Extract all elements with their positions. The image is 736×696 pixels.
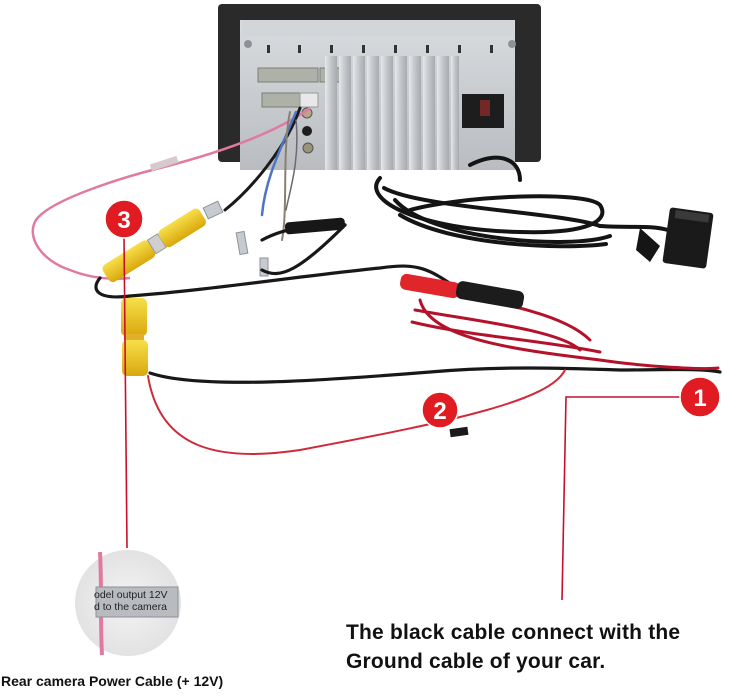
yellow-rca-connector-vertical [121,298,148,376]
heatsink-fins [325,56,459,170]
ground-cable-caption: The black cable connect with the Ground … [346,618,680,676]
camera-extension-cable-coil [374,155,670,249]
spade-terminal-icon [259,257,269,277]
power-cable-caption: Rear camera Power Cable (+ 12V) [1,673,224,689]
inset-label-text: odel output 12V d to the camera [94,589,184,613]
pointer-line-3 [123,235,128,549]
pointer-line-1 [561,396,680,601]
inset-label-line-2: d to the camera [94,601,167,613]
screw-icon [508,40,516,48]
unit-harness-wires [223,106,302,241]
inset-label-line-1: odel output 12V [94,589,168,601]
pointer-lines [123,235,680,601]
head-unit [218,4,541,170]
vent-slots [267,45,493,53]
rca-jack-icon [302,126,312,136]
pink-power-wire [31,106,311,280]
camera-plug [284,217,346,235]
spade-terminal-icon [202,200,224,220]
rear-camera [636,207,714,269]
ground-caption-line-1: The black cable connect with the [346,621,681,644]
ground-caption-line-2: Ground cable of your car. [346,650,606,673]
cable-label-tag [95,586,179,618]
power-cable-inset [75,550,181,656]
callout-badge-3: 3 [104,199,144,239]
spade-terminal-icon [235,230,249,256]
red-power-plug [400,273,525,309]
callout-number-1: 1 [693,385,706,412]
rca-video-cable [94,223,722,384]
callout-badge-2: 2 [421,391,459,429]
callout-number-2: 2 [433,398,446,425]
yellow-rca-connector-horizontal [102,208,206,283]
head-unit-top-rail [242,20,514,36]
screw-icon [244,40,252,48]
rca-jack-icon [302,142,314,154]
callout-badge-1: 1 [679,376,721,418]
callout-number-3: 3 [117,207,130,234]
inline-connector [449,426,469,438]
